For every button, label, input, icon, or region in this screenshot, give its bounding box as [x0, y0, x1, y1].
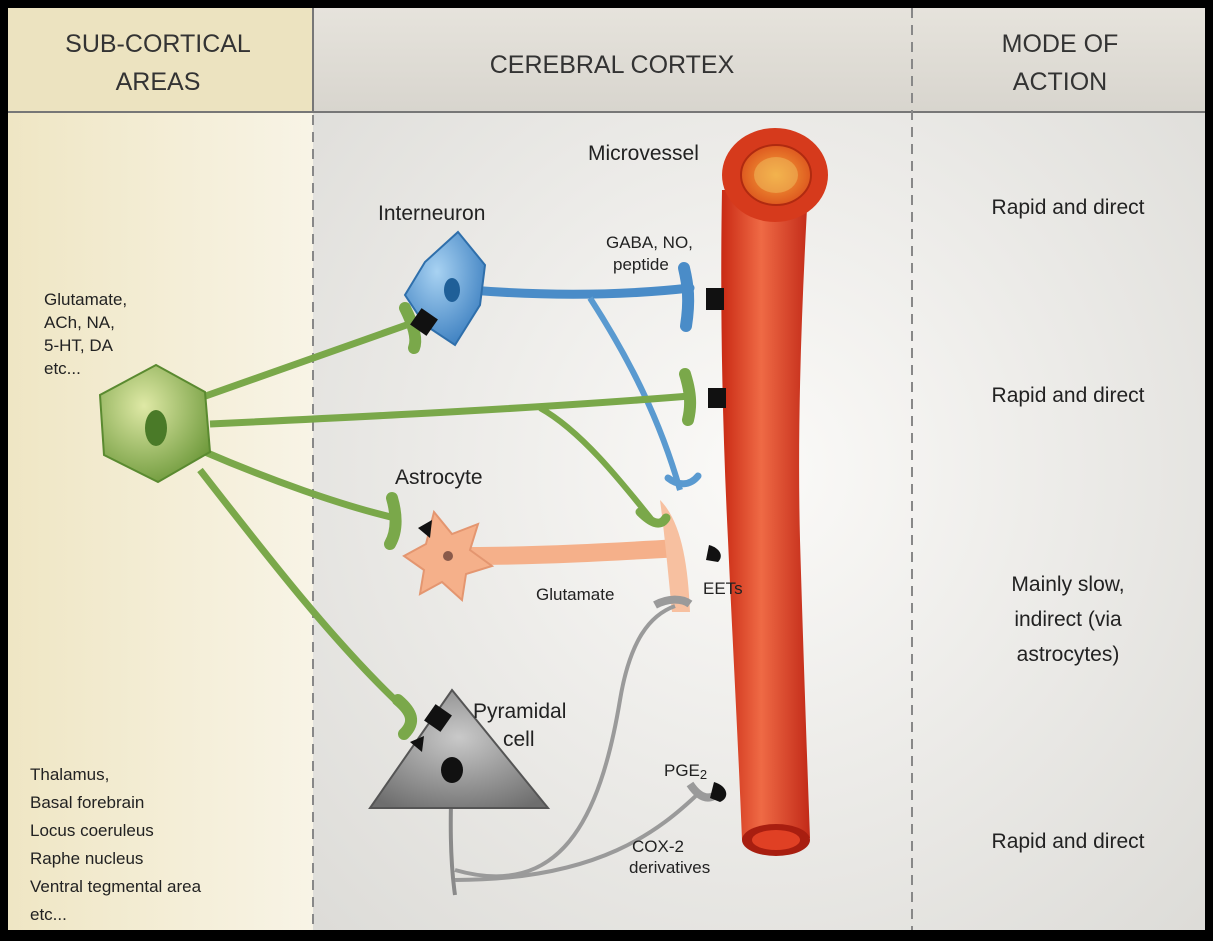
mode-item-3-line3: astrocytes)	[1017, 643, 1120, 666]
label-cox2-line2: derivatives	[629, 858, 710, 877]
nt-line: 5-HT, DA	[44, 336, 114, 355]
nt-line: Glutamate,	[44, 290, 127, 309]
area-line: Thalamus,	[30, 765, 109, 784]
header-cerebral-cortex: CEREBRAL CORTEX	[490, 51, 735, 79]
header-band	[313, 8, 1205, 112]
label-pge2-base: PGE	[664, 761, 700, 780]
label-pge2-sub: 2	[700, 767, 707, 782]
receptor-interneuron	[706, 288, 724, 310]
receptor-vessel-green	[708, 388, 726, 408]
mode-item-4: Rapid and direct	[992, 830, 1145, 853]
label-microvessel: Microvessel	[588, 142, 699, 165]
label-interneuron: Interneuron	[378, 202, 485, 225]
mode-item-2: Rapid and direct	[992, 384, 1145, 407]
nt-line: etc...	[44, 359, 81, 378]
mode-item-3-line1: Mainly slow,	[1011, 573, 1124, 596]
area-line: etc...	[30, 905, 67, 924]
label-pyramidal-line2: cell	[503, 728, 535, 751]
mode-item-3-line2: indirect (via	[1014, 608, 1122, 631]
area-line: Locus coeruleus	[30, 821, 154, 840]
label-gaba-line2: peptide	[613, 255, 669, 274]
label-eets: EETs	[703, 579, 743, 598]
mode-item-1: Rapid and direct	[992, 196, 1145, 219]
label-cox2-line1: COX-2	[632, 837, 684, 856]
nt-line: ACh, NA,	[44, 313, 115, 332]
area-line: Basal forebrain	[30, 793, 144, 812]
label-glutamate: Glutamate	[536, 585, 614, 604]
area-line: Raphe nucleus	[30, 849, 143, 868]
header-subcortical-line2: AREAS	[116, 68, 201, 96]
label-pyramidal-line1: Pyramidal	[473, 700, 566, 723]
header-mode-line1: MODE OF	[1002, 30, 1119, 58]
header-subcortical-line1: SUB-CORTICAL	[65, 30, 251, 58]
area-line: Ventral tegmental area	[30, 877, 202, 896]
label-gaba-line1: GABA, NO,	[606, 233, 693, 252]
label-astrocyte: Astrocyte	[395, 466, 483, 489]
header-mode-line2: ACTION	[1013, 68, 1107, 96]
